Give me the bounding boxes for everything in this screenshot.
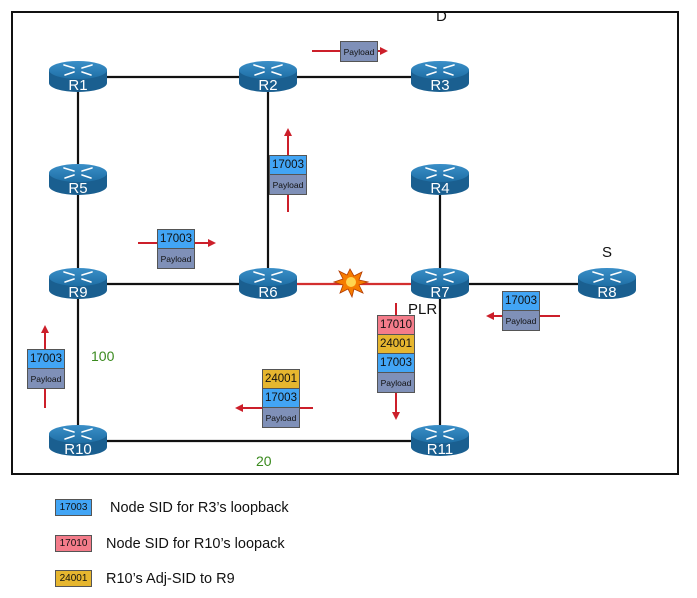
router-label: R6 bbox=[258, 284, 277, 301]
packet-r8-to-r7: 17003 Payload bbox=[502, 291, 540, 331]
router-icon bbox=[253, 271, 283, 283]
router-r2[interactable]: R2 bbox=[239, 61, 297, 94]
router-r9[interactable]: R9 bbox=[49, 268, 107, 301]
label-17003-cell: 17003 bbox=[378, 354, 414, 373]
label-24001-cell: 24001 bbox=[263, 370, 299, 389]
payload-cell: Payload bbox=[28, 369, 64, 388]
router-r1[interactable]: R1 bbox=[49, 61, 107, 94]
destination-label: D bbox=[436, 8, 447, 25]
payload-cell: Payload bbox=[503, 311, 539, 330]
packet-r10-to-r9: 17003 Payload bbox=[27, 349, 65, 389]
router-label: R3 bbox=[430, 77, 449, 94]
legend-item-adj-sid: 24001 R10’s Adj-SID to R9 bbox=[55, 570, 235, 587]
plr-label: PLR bbox=[408, 301, 438, 318]
payload-cell: Payload bbox=[263, 408, 299, 427]
router-label: R7 bbox=[430, 284, 449, 301]
legend-item-node-sid-r10: 17010 Node SID for R10’s loopack bbox=[55, 535, 285, 552]
label-17003-cell: 17003 bbox=[158, 230, 194, 249]
router-r10[interactable]: R10 bbox=[49, 425, 107, 458]
packet-r9-to-r6: 17003 Payload bbox=[157, 229, 195, 269]
router-icon bbox=[425, 167, 455, 179]
legend-swatch: 17010 bbox=[55, 535, 92, 552]
router-label: R2 bbox=[258, 77, 277, 94]
router-r11[interactable]: R11 bbox=[411, 425, 469, 458]
router-label: R4 bbox=[430, 180, 449, 197]
router-r6[interactable]: R6 bbox=[239, 268, 297, 301]
router-label: R8 bbox=[597, 284, 616, 301]
link-failure-burst-icon bbox=[332, 268, 370, 299]
router-r7[interactable]: R7 bbox=[411, 268, 469, 301]
router-label: R11 bbox=[427, 441, 453, 458]
router-icon bbox=[63, 167, 93, 179]
label-17003-cell: 17003 bbox=[263, 389, 299, 408]
source-label: S bbox=[602, 244, 613, 261]
payload-cell: Payload bbox=[378, 373, 414, 392]
router-r5[interactable]: R5 bbox=[49, 164, 107, 197]
packet-r11-to-r10: 24001 17003 Payload bbox=[262, 369, 300, 428]
packet-r2-to-r3: Payload bbox=[340, 41, 378, 62]
topology-frame bbox=[11, 11, 679, 475]
router-label: R1 bbox=[68, 77, 87, 94]
router-label: R10 bbox=[64, 441, 92, 458]
legend-item-node-sid-r3: 17003 Node SID for R3’s loopback bbox=[55, 499, 289, 516]
label-17003-cell: 17003 bbox=[270, 156, 306, 175]
legend-text: Node SID for R10’s loopack bbox=[106, 535, 285, 552]
router-icon bbox=[63, 428, 93, 440]
router-icon bbox=[253, 64, 283, 76]
label-17003-cell: 17003 bbox=[503, 292, 539, 311]
payload-cell: Payload bbox=[270, 175, 306, 194]
label-17010-cell: 17010 bbox=[378, 316, 414, 335]
router-icon bbox=[63, 271, 93, 283]
packet-r7-to-r11: 17010 24001 17003 Payload bbox=[377, 315, 415, 393]
payload-cell: Payload bbox=[341, 42, 377, 61]
router-r8[interactable]: R8 bbox=[578, 268, 636, 301]
router-label: R5 bbox=[68, 180, 87, 197]
payload-cell: Payload bbox=[158, 249, 194, 268]
router-r3[interactable]: R3 bbox=[411, 61, 469, 94]
router-icon bbox=[63, 64, 93, 76]
metric-r9-r10: 100 bbox=[91, 348, 115, 364]
router-icon bbox=[425, 271, 455, 283]
legend-text: Node SID for R3’s loopback bbox=[110, 499, 289, 516]
label-24001-cell: 24001 bbox=[378, 335, 414, 354]
router-icon bbox=[425, 428, 455, 440]
router-icon bbox=[592, 271, 622, 283]
metric-r10-r11: 20 bbox=[256, 453, 272, 469]
legend-swatch: 17003 bbox=[55, 499, 92, 516]
label-17003-cell: 17003 bbox=[28, 350, 64, 369]
legend-swatch: 24001 bbox=[55, 570, 92, 587]
router-r4[interactable]: R4 bbox=[411, 164, 469, 197]
router-icon bbox=[425, 64, 455, 76]
router-label: R9 bbox=[68, 284, 87, 301]
packet-r6-to-r2: 17003 Payload bbox=[269, 155, 307, 195]
legend-text: R10’s Adj-SID to R9 bbox=[106, 570, 235, 587]
